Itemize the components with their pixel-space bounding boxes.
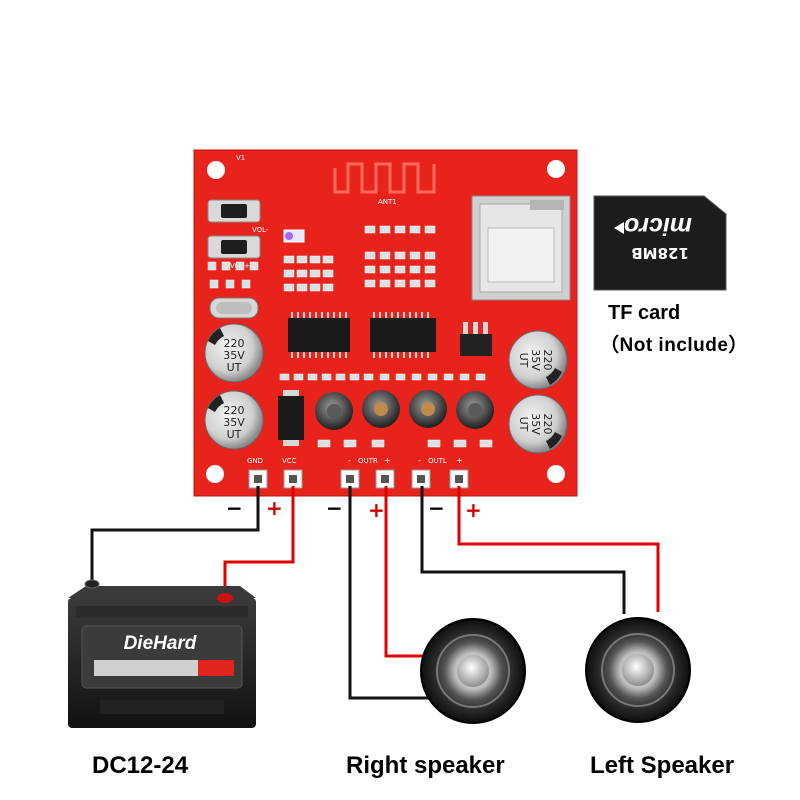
- capacitor-right-bottom: 220 35V UT: [508, 394, 568, 454]
- inductor-3: [409, 390, 447, 428]
- outr-plus-label: +: [384, 456, 391, 465]
- amplifier-board: ANT1 V1 VOL- VOL+: [193, 149, 578, 497]
- wire-left-speaker-positive: [457, 486, 660, 612]
- cap-text-3: UT: [227, 361, 242, 374]
- negative-terminal: [84, 579, 100, 589]
- cap-text-1: 220: [224, 337, 245, 350]
- inductor-4: [456, 391, 494, 429]
- cap-text-3: UT: [517, 417, 530, 432]
- wire-left-speaker-negative: [420, 486, 626, 614]
- tf-card-slot[interactable]: [471, 195, 571, 301]
- outl-plus-marker: +: [465, 498, 482, 522]
- voltage-regulator: [460, 322, 492, 356]
- vol-minus-button[interactable]: [207, 199, 261, 223]
- power-diode: [278, 390, 304, 446]
- wire-right-speaker-negative: [348, 486, 440, 700]
- mount-hole: [547, 160, 565, 178]
- inductor-2: [362, 390, 400, 428]
- right-speaker: [420, 618, 526, 724]
- outr-minus-marker: −: [326, 496, 343, 520]
- mount-hole: [207, 161, 225, 179]
- gnd-minus-marker: −: [226, 496, 243, 520]
- led-glow: [285, 232, 293, 240]
- positive-terminal: [217, 593, 233, 603]
- terminal-pads: [248, 469, 469, 489]
- battery-brand: DieHard: [124, 633, 197, 654]
- gnd-label: GND: [247, 457, 263, 465]
- left-speaker-caption: Left Speaker: [590, 752, 735, 779]
- tf-card: 128MB micro: [593, 195, 727, 291]
- outr-minus-label: -: [348, 456, 351, 465]
- left-speaker: [585, 617, 691, 723]
- cap-text-1: 220: [541, 414, 554, 435]
- capacitor-left-top: 220 35V UT: [204, 323, 264, 383]
- wire-right-speaker-positive: [384, 486, 434, 658]
- mount-hole: [547, 465, 565, 483]
- cap-text-2: 35V: [529, 349, 542, 371]
- cap-text-1: 220: [541, 350, 554, 371]
- crystal-inner: [216, 302, 252, 314]
- cap-text-2: 35V: [529, 413, 542, 435]
- outr-label: OUTR: [358, 457, 378, 465]
- antenna-label: ANT1: [378, 198, 397, 206]
- outr-plus-marker: +: [368, 498, 385, 522]
- inductor-1: [315, 392, 353, 430]
- cap-text-2: 35V: [223, 349, 245, 362]
- battery-caption: DC12-24: [92, 752, 189, 779]
- right-speaker-caption: Right speaker: [346, 752, 505, 779]
- vcc-label: VCC: [282, 457, 297, 465]
- outl-plus-label: +: [456, 456, 463, 465]
- smd-components: [207, 225, 493, 448]
- tf-capacity: 128MB: [631, 244, 689, 262]
- mount-hole: [206, 465, 224, 483]
- vol-minus-label: VOL-: [252, 226, 269, 234]
- vol-plus-button[interactable]: [207, 235, 261, 259]
- ic-chip-right: [370, 312, 436, 358]
- antenna-trace: [333, 162, 436, 194]
- cap-text-3: UT: [227, 428, 242, 441]
- wire-battery-negative: [90, 486, 260, 582]
- battery-top: [68, 586, 256, 598]
- outl-label: OUTL: [428, 457, 447, 465]
- cap-text-2: 35V: [223, 416, 245, 429]
- cap-text-3: UT: [517, 353, 530, 368]
- tf-card-caption: TF card: [608, 302, 681, 324]
- car-battery: DieHard: [68, 579, 256, 728]
- capacitor-right-top: 220 35V UT: [508, 330, 568, 390]
- wire-battery-positive: [223, 486, 295, 594]
- tf-card-note: （Not include）: [600, 335, 748, 356]
- vcc-plus-marker: +: [266, 496, 283, 520]
- ic-chip-left: [288, 312, 350, 358]
- capacitor-left-bottom: 220 35V UT: [204, 390, 264, 450]
- outl-minus-label: -: [418, 456, 421, 465]
- version-label: V1: [236, 154, 245, 162]
- tf-brand: micro: [624, 212, 692, 240]
- outl-minus-marker: −: [428, 496, 445, 520]
- wires: [90, 486, 660, 700]
- cap-text-1: 220: [224, 404, 245, 417]
